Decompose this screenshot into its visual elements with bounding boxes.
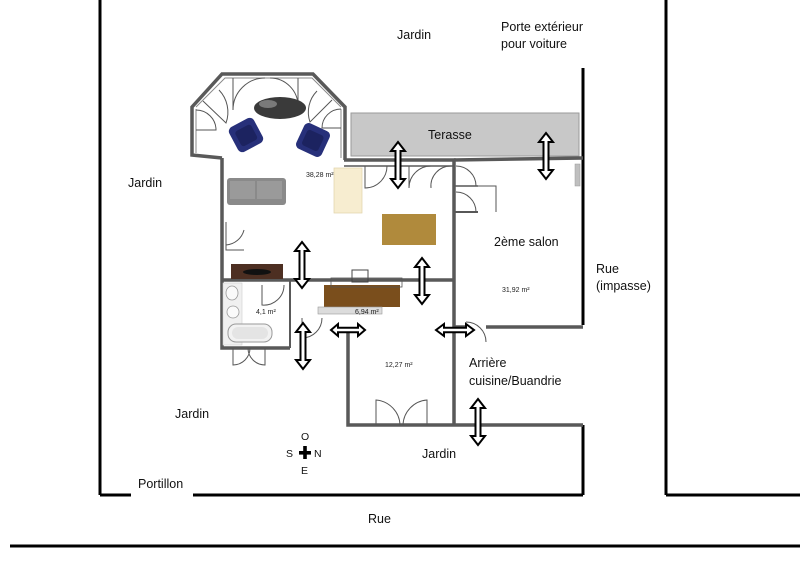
kitchen-counter	[324, 285, 400, 307]
sofa	[227, 178, 286, 205]
bathroom-fixtures	[222, 282, 273, 346]
area-salon: 38,28 m²	[306, 172, 334, 179]
sink-icon	[226, 305, 240, 319]
label-arriere-line1: Arrière	[469, 356, 507, 370]
compass-cross-v	[303, 446, 307, 459]
label-arriere-line2: cuisine/Buandrie	[469, 374, 561, 388]
coffee-table-glass	[259, 100, 277, 108]
compass-south: S	[286, 448, 293, 460]
label-porte-line2: pour voiture	[501, 37, 567, 51]
area-bathroom: 4,1 m²	[256, 309, 277, 316]
door-swings	[195, 77, 497, 426]
arrow-terrace-second-salon	[536, 131, 556, 181]
label-rue-right-line2: (impasse)	[596, 279, 651, 293]
passage-arrows	[292, 131, 556, 447]
kitchen-top-panel	[330, 277, 403, 288]
dining-table	[382, 214, 436, 245]
label-porte-line1: Porte extérieur	[501, 20, 583, 34]
compass-east: E	[301, 465, 308, 477]
tv-icon	[243, 269, 271, 275]
arrow-hall-garden	[293, 321, 313, 371]
label-second-salon: 2ème salon	[494, 235, 559, 249]
arrow-kitchen-back	[434, 322, 476, 338]
rug	[333, 167, 363, 214]
label-terasse: Terasse	[428, 128, 472, 142]
label-jardin-top: Jardin	[397, 28, 431, 42]
area-kitchen: 6,94 m²	[355, 309, 379, 316]
compass: O S N E	[286, 431, 322, 477]
property-boundary	[10, 0, 800, 548]
label-rue-bottom: Rue	[368, 512, 391, 526]
compass-north: N	[314, 448, 322, 460]
area-room-bottom: 12,27 m²	[385, 362, 413, 369]
arrow-back-garden	[468, 397, 488, 447]
arrow-salon-hall	[292, 240, 312, 290]
label-rue-right-line1: Rue	[596, 262, 619, 276]
arrow-kitchen-hall	[329, 321, 367, 339]
label-portillon: Portillon	[138, 477, 183, 491]
armchair-right	[296, 123, 330, 157]
label-jardin-left: Jardin	[128, 176, 162, 190]
area-second-salon: 31,92 m²	[502, 287, 530, 294]
armchair-left	[228, 117, 264, 153]
terrace	[350, 112, 580, 157]
coffee-table	[254, 97, 306, 119]
label-jardin-bottom: Jardin	[422, 447, 456, 461]
label-jardin-bottom-left: Jardin	[175, 407, 209, 421]
kitchen-hood	[351, 269, 369, 283]
compass-west: O	[301, 431, 309, 443]
toilet-icon	[225, 285, 239, 301]
bay-window-frames	[195, 77, 342, 158]
sink-unit	[317, 306, 383, 315]
radiator-icon	[574, 163, 581, 187]
arrow-terrace-salon	[388, 140, 408, 190]
arrow-salon-kitchen	[412, 256, 432, 306]
